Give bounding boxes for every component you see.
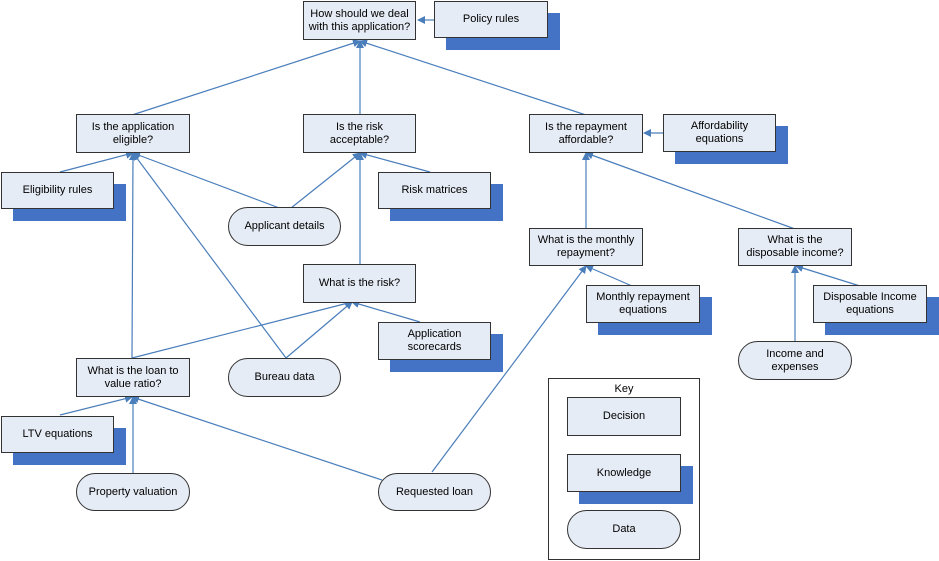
key-data-label: Data [612, 523, 636, 535]
decision-application-eligible: Is the application eligible? [76, 114, 190, 153]
key-title: Key [614, 383, 634, 395]
knowledge-affordability-equations: Affordability equations [663, 114, 776, 152]
knowledge-label: Disposable Income equations [823, 291, 917, 316]
knowledge-risk-matrices: Risk matrices [378, 172, 491, 209]
key-knowledge: Knowledge [567, 454, 681, 492]
data-label: Requested loan [395, 485, 474, 498]
decision-label: Is the application eligible? [91, 120, 175, 146]
decision-what-is-risk: What is the risk? [303, 264, 416, 303]
decision-label: What is the loan to value ratio? [87, 364, 179, 390]
data-income-and-expenses: Income and expenses [738, 341, 852, 380]
knowledge-label: Risk matrices [401, 184, 468, 196]
decision-label: Is the repayment affordable? [545, 120, 627, 146]
knowledge-policy-rules: Policy rules [434, 1, 548, 38]
knowledge-label: Affordability equations [690, 120, 749, 145]
knowledge-eligibility-rules: Eligibility rules [1, 172, 114, 209]
data-applicant-details: Applicant details [228, 207, 341, 246]
data-property-valuation: Property valuation [76, 473, 190, 511]
decision-deal-with-application: How should we deal with this application… [303, 1, 416, 40]
decision-label: What is the disposable income? [746, 234, 844, 259]
knowledge-label: Policy rules [462, 13, 520, 25]
decision-label: Is the risk acceptable? [329, 120, 390, 146]
knowledge-monthly-repayment-equations: Monthly repayment equations [586, 285, 700, 323]
decision-label: What is the risk? [318, 277, 401, 289]
key-data: Data [567, 510, 681, 549]
data-bureau-data: Bureau data [228, 358, 341, 397]
data-label: Applicant details [244, 220, 325, 232]
data-label: Property valuation [88, 485, 178, 498]
data-label: Bureau data [254, 371, 315, 383]
data-requested-loan: Requested loan [378, 473, 491, 511]
decision-label: What is the monthly repayment? [537, 234, 635, 259]
decision-disposable-income: What is the disposable income? [738, 228, 852, 266]
knowledge-disposable-income-equations: Disposable Income equations [813, 285, 927, 323]
decision-monthly-repayment: What is the monthly repayment? [529, 228, 643, 266]
knowledge-label: Monthly repayment equations [596, 291, 690, 316]
decision-label: How should we deal with this application… [308, 7, 411, 33]
knowledge-label: Eligibility rules [22, 184, 93, 196]
decision-loan-to-value-ratio: What is the loan to value ratio? [76, 358, 190, 397]
knowledge-label: LTV equations [22, 428, 93, 440]
key-decision: Decision [567, 397, 681, 436]
decision-repayment-affordable: Is the repayment affordable? [529, 114, 643, 153]
key-knowledge-label: Knowledge [596, 466, 652, 479]
knowledge-ltv-equations: LTV equations [1, 416, 114, 453]
key-decision-label: Decision [602, 410, 646, 422]
data-label: Income and expenses [766, 347, 824, 373]
knowledge-application-scorecards: Application scorecards [378, 322, 491, 360]
knowledge-label: Application scorecards [407, 328, 462, 353]
decision-risk-acceptable: Is the risk acceptable? [303, 114, 416, 153]
